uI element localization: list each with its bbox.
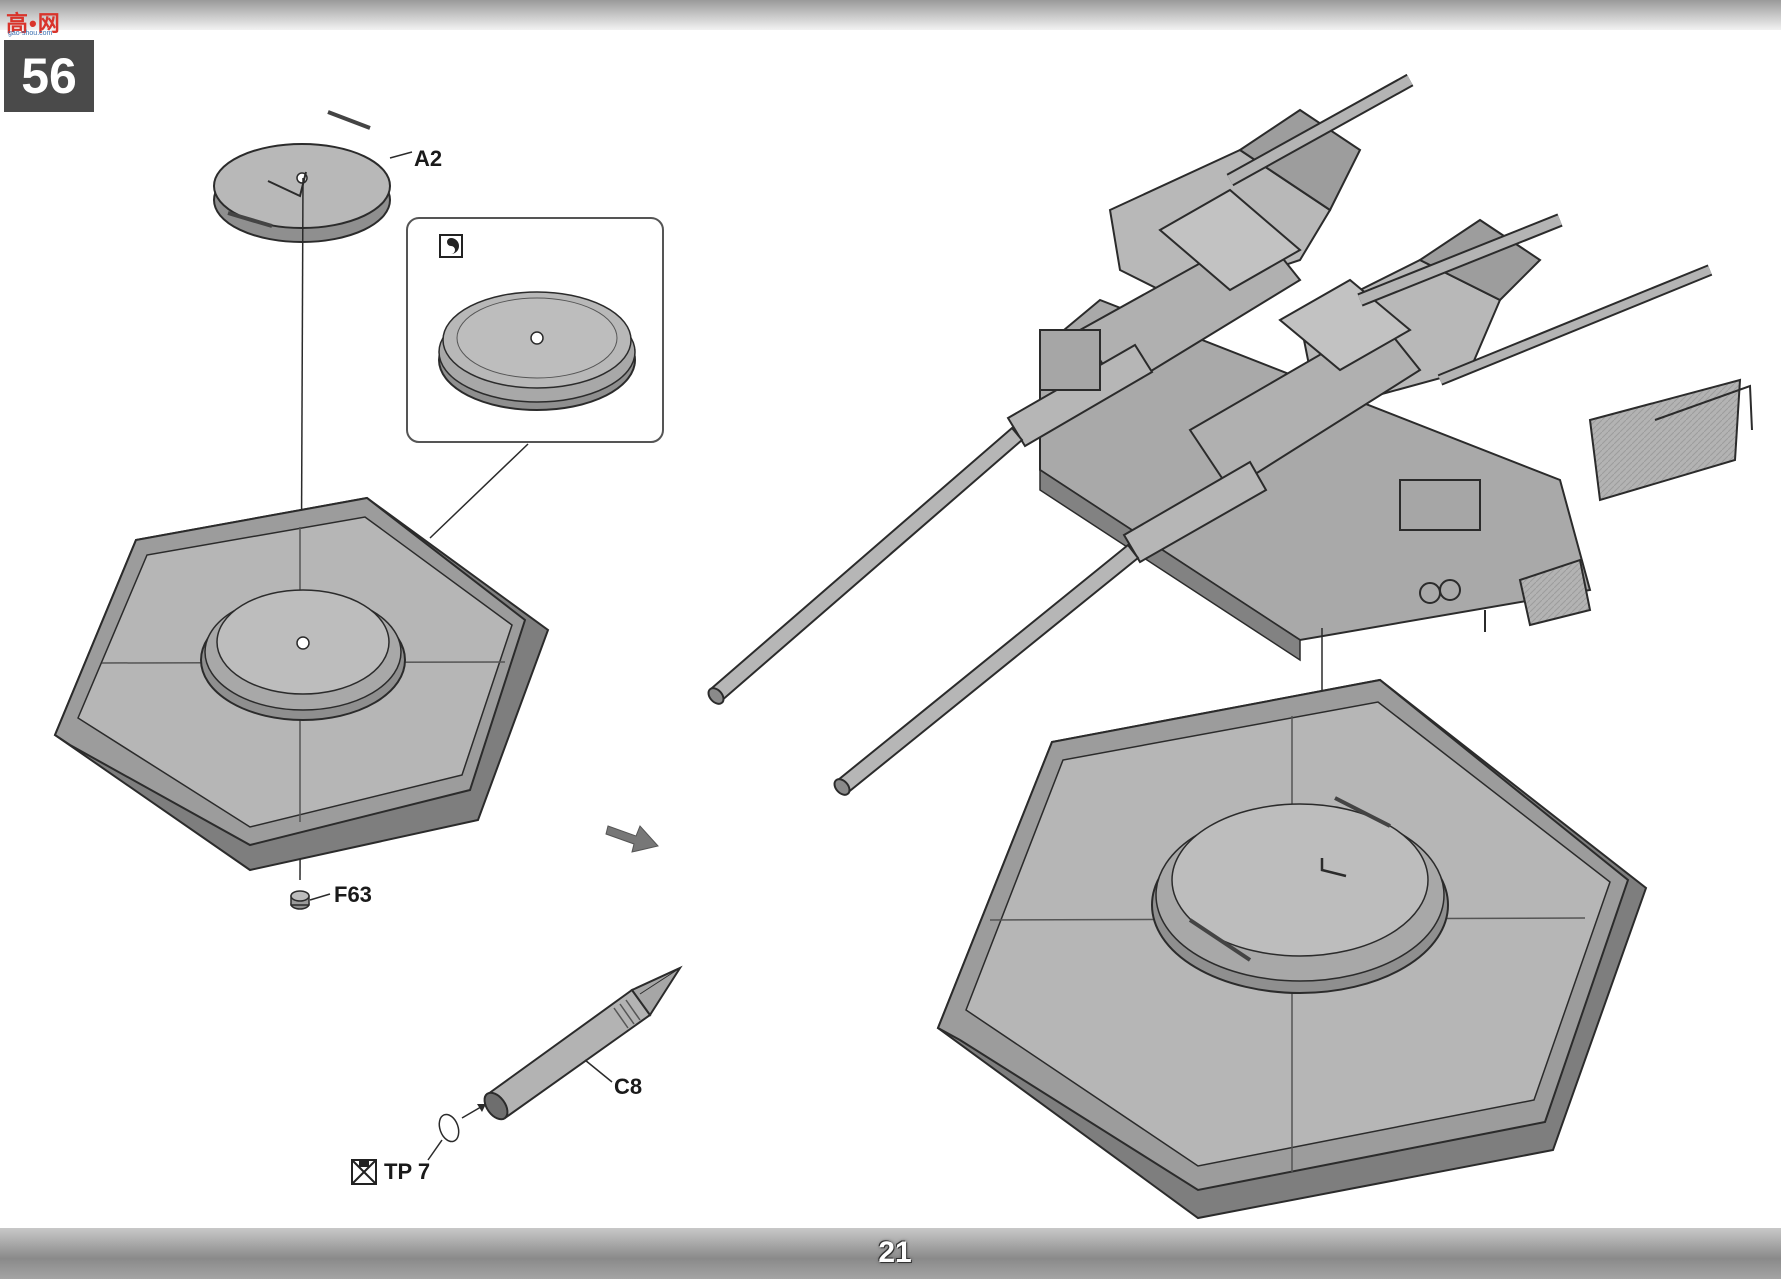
left-hexagon-base bbox=[53, 496, 550, 872]
callout-f63: F63 bbox=[334, 882, 372, 907]
callout-a2: A2 bbox=[414, 146, 443, 171]
decal-icon bbox=[351, 1159, 377, 1185]
detail-inset-box bbox=[406, 217, 664, 443]
bottom-scan-border bbox=[0, 1228, 1781, 1279]
part-c8-shell bbox=[427, 965, 683, 1161]
part-a2-disc bbox=[213, 110, 413, 243]
callout-tp7: TP 7 bbox=[384, 1159, 431, 1184]
right-hexagon-base bbox=[936, 678, 1648, 1220]
watermark-url: gao-shou.com bbox=[8, 30, 53, 37]
watermark-logo: 高•网 bbox=[6, 11, 61, 36]
top-scan-border bbox=[0, 0, 1781, 30]
inset-pointer-line bbox=[429, 443, 529, 539]
step-number-badge: 56 bbox=[4, 40, 94, 112]
part-f63-pin bbox=[290, 890, 331, 910]
page-number: 21 bbox=[878, 1236, 912, 1269]
callout-c8: C8 bbox=[614, 1074, 643, 1099]
twin-gun-assembly bbox=[707, 73, 1753, 796]
assembly-direction-arrow bbox=[605, 825, 659, 853]
